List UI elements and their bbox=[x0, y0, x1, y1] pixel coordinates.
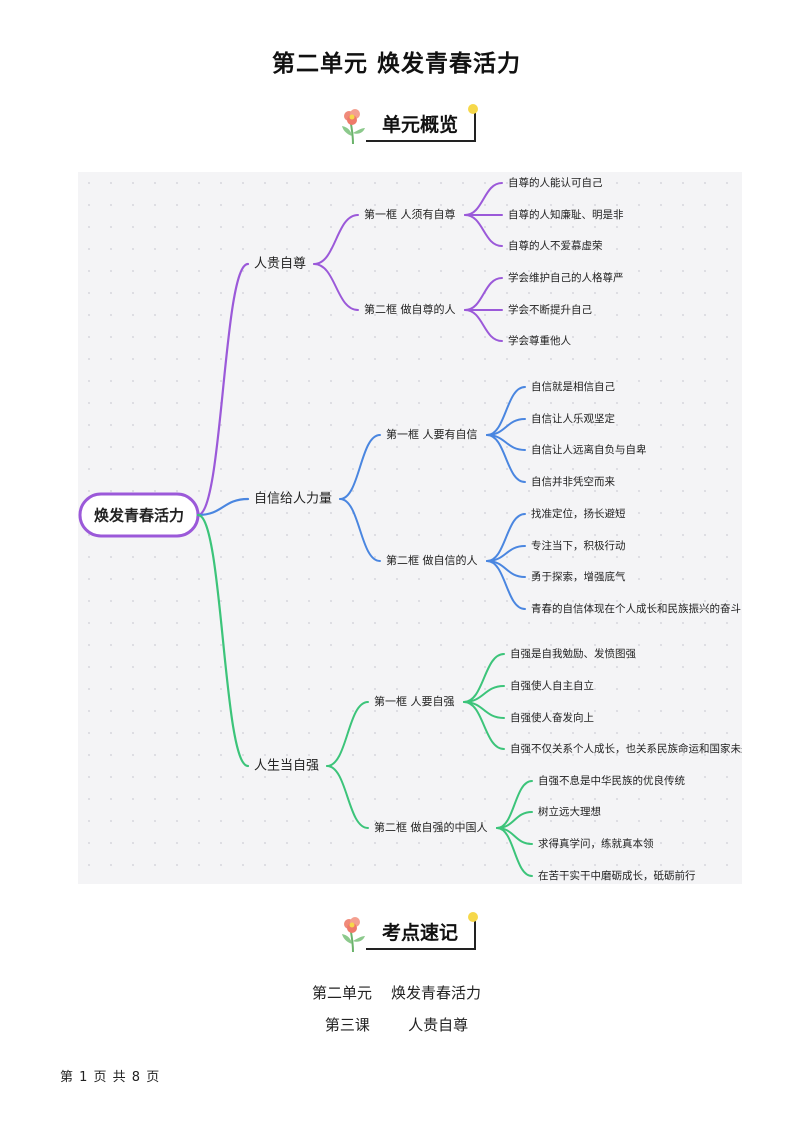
item-connector bbox=[464, 277, 503, 311]
branch-connector bbox=[196, 262, 250, 517]
item-label: 找准定位，扬长避短 bbox=[531, 507, 626, 520]
frame-label: 第一框 人须有自尊 bbox=[364, 207, 456, 221]
key-points-badge-label: 考点速记 bbox=[366, 918, 476, 950]
overview-badge: 单元概览 bbox=[338, 104, 480, 146]
item-label: 青春的自信体现在个人成长和民族振兴的奋斗中 bbox=[531, 602, 742, 615]
item-label: 自强使人奋发向上 bbox=[510, 711, 594, 724]
frame-connector bbox=[313, 263, 359, 311]
frame-connector bbox=[326, 765, 369, 829]
frame-label: 第二框 做自信的人 bbox=[386, 553, 478, 567]
frame-connector bbox=[339, 498, 381, 562]
item-connector bbox=[496, 827, 533, 877]
item-connector bbox=[463, 701, 505, 750]
page-title: 第二单元 焕发青春活力 bbox=[271, 51, 521, 77]
item-label: 树立远大理想 bbox=[538, 805, 601, 818]
item-connector bbox=[464, 182, 503, 216]
frame-label: 第一框 人要自强 bbox=[374, 694, 455, 708]
item-connector bbox=[464, 309, 503, 342]
page-footer: 第 1 页 共 8 页 bbox=[60, 1070, 160, 1085]
item-label: 自信让人乐观坚定 bbox=[531, 412, 615, 425]
item-label: 勇于探索，增强底气 bbox=[531, 570, 626, 583]
frame-label: 第二框 做自强的中国人 bbox=[374, 820, 488, 834]
item-label: 自尊的人能认可自己 bbox=[508, 176, 603, 189]
section-title: 第二单元 焕发青春活力 bbox=[311, 984, 482, 1002]
item-connector bbox=[464, 214, 503, 247]
item-label: 自信就是相信自己 bbox=[531, 380, 615, 393]
branch-connector bbox=[196, 497, 250, 517]
frame-label: 第一框 人要有自信 bbox=[386, 427, 478, 441]
item-label: 专注当下，积极行动 bbox=[531, 539, 626, 552]
frame-label: 第二框 做自尊的人 bbox=[364, 302, 456, 316]
item-label: 在苦干实干中磨砺成长，砥砺前行 bbox=[538, 869, 696, 882]
frame-connector bbox=[326, 701, 369, 767]
item-label: 自强是自我勉励、发愤图强 bbox=[510, 647, 636, 660]
branch-label: 自信给人力量 bbox=[254, 492, 332, 507]
item-connector bbox=[486, 560, 526, 610]
item-label: 自强不息是中华民族的优良传统 bbox=[538, 774, 685, 787]
item-label: 学会不断提升自己 bbox=[508, 303, 592, 316]
item-label: 自尊的人知廉耻、明是非 bbox=[508, 208, 624, 221]
item-label: 自强不仅关系个人成长，也关系民族命运和国家未来 bbox=[510, 742, 742, 755]
item-label: 自信并非凭空而来 bbox=[531, 475, 615, 488]
item-label: 自强使人自主自立 bbox=[510, 679, 594, 692]
item-label: 自信让人远离自负与自卑 bbox=[531, 443, 647, 456]
item-label: 求得真学问，练就真本领 bbox=[538, 837, 654, 850]
item-label: 学会维护自己的人格尊严 bbox=[508, 271, 624, 284]
branch-label: 人生当自强 bbox=[254, 759, 319, 774]
item-label: 自尊的人不爱慕虚荣 bbox=[508, 239, 603, 252]
flower-icon bbox=[342, 109, 365, 145]
yellow-dot bbox=[468, 912, 478, 922]
lesson-title: 第三课 人贵自尊 bbox=[324, 1016, 469, 1034]
overview-badge-label: 单元概览 bbox=[366, 110, 476, 142]
branch-connector bbox=[196, 513, 250, 768]
item-connector bbox=[486, 434, 526, 483]
key-points-badge: 考点速记 bbox=[338, 912, 480, 954]
flower-icon bbox=[342, 917, 365, 953]
frame-connector bbox=[313, 214, 359, 265]
frame-connector bbox=[339, 434, 381, 500]
mind-map: 焕发青春活力人贵自尊第一框 人须有自尊自尊的人能认可自己自尊的人知廉耻、明是非自… bbox=[78, 172, 742, 884]
item-label: 学会尊重他人 bbox=[508, 334, 571, 347]
branch-label: 人贵自尊 bbox=[254, 256, 306, 272]
yellow-dot bbox=[468, 104, 478, 114]
root-node-label: 焕发青春活力 bbox=[94, 507, 184, 525]
